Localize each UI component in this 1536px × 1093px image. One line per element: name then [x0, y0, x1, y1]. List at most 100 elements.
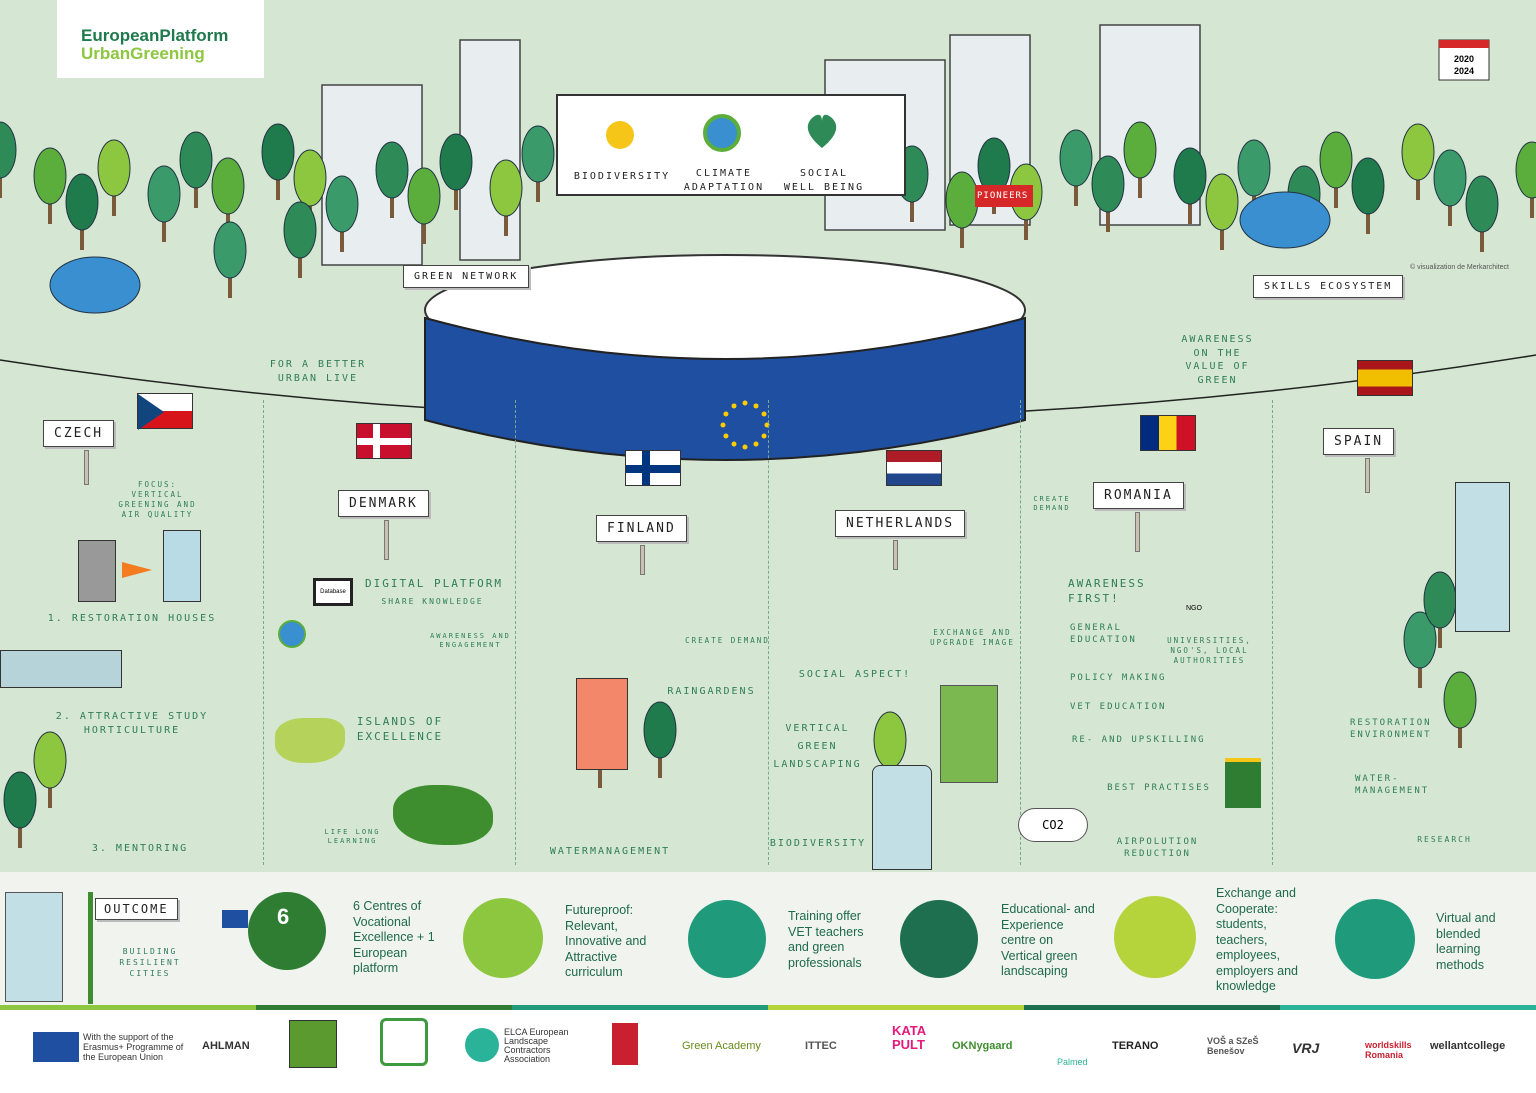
- island-icon: [275, 718, 345, 763]
- netherlands-vertical: Vertical green landscaping: [773, 723, 862, 770]
- divider: [515, 400, 516, 865]
- climbing-wall-icon: [900, 900, 978, 978]
- romania-best: Best practises: [1107, 783, 1211, 793]
- eu-star: [742, 444, 748, 450]
- tree: [1465, 175, 1499, 252]
- tree: [283, 201, 317, 278]
- logo-ahlman: AHLMAN: [202, 1040, 250, 1052]
- divider: [1272, 400, 1273, 865]
- netherlands-exchange: Exchange and upgrade image: [930, 628, 1015, 648]
- pioneers-sign-bg: [975, 185, 1033, 207]
- eu-star: [742, 400, 748, 406]
- heart-tree-icon: [807, 114, 837, 148]
- flag-denmark: [356, 423, 412, 459]
- bee-icon: [606, 121, 634, 149]
- flag-finland: [625, 450, 681, 486]
- finland-create-demand: Create demand: [685, 636, 770, 645]
- feature-futureproof: Futureproof: Relevant, Innovative and At…: [565, 903, 647, 979]
- feature-centres: 6 Centres of Vocational Excellence + 1 E…: [353, 899, 435, 975]
- note-better-life: For a better urban live: [269, 359, 367, 384]
- note-awareness-value: Awareness on the value of green: [1181, 334, 1254, 386]
- tree: [1123, 121, 1157, 198]
- feature-education-centre: Educational- and Experience centre on Ve…: [1001, 902, 1095, 978]
- feature-training: Training offer VET teachers and green pr…: [788, 909, 864, 970]
- divider: [1020, 400, 1021, 865]
- logo-efa: [380, 1018, 428, 1066]
- eu-star: [723, 433, 729, 439]
- tree: [213, 221, 247, 298]
- denmark-share: Share knowledge: [381, 597, 484, 606]
- czech-focus: Focus: vertical greening and air quality: [118, 480, 197, 520]
- exchange-cycle-icon: [1114, 896, 1196, 978]
- romania-awareness: Awareness first!: [1068, 577, 1146, 605]
- romania-airpollution: Airpolution reduction: [1116, 837, 1199, 860]
- database-monitor: Database: [313, 578, 353, 606]
- brand-logo: EuropeanPlatform UrbanGreening: [57, 0, 264, 78]
- logo-oknygaard: OKNygaard: [952, 1040, 1013, 1052]
- sign-pioneers: Pioneers: [977, 191, 1029, 201]
- tree: [3, 771, 37, 848]
- color-strip: [0, 1005, 1536, 1010]
- tree: [0, 121, 17, 198]
- eu-stars-icon: [720, 400, 770, 450]
- best-practice-badge-icon: [1225, 758, 1261, 808]
- brand-line1: EuropeanPlatform: [81, 26, 229, 45]
- tree: [261, 123, 295, 200]
- globe-icon: [278, 620, 306, 648]
- tree: [33, 731, 67, 808]
- eu-star: [753, 441, 759, 447]
- tree: [33, 147, 67, 224]
- tree: [211, 157, 245, 234]
- sign-romania: Romania: [1093, 482, 1184, 509]
- tree: [489, 159, 523, 236]
- logo-terano: TERANO: [1112, 1040, 1159, 1052]
- romania-universities: Universities, NGO's, local authorities: [1167, 636, 1252, 666]
- romania-vet: VET education: [1070, 702, 1167, 712]
- logo-green-academy: Green Academy: [682, 1040, 761, 1052]
- signpost: [88, 892, 93, 1004]
- czech-item-3: 3. Mentoring: [91, 843, 189, 854]
- brand-line2: UrbanGreening: [81, 44, 205, 63]
- centres-icon: [248, 892, 326, 970]
- eu-star: [720, 422, 726, 428]
- green-building-icon: [1455, 482, 1510, 632]
- denmark-awareness: Awareness and engagement: [430, 632, 511, 650]
- tree: [1091, 155, 1125, 232]
- sign-green-network: Green network: [403, 265, 530, 288]
- partner-logos: [0, 1010, 1536, 1093]
- sign-spain: Spain: [1323, 428, 1395, 455]
- stage-base: [424, 316, 1026, 461]
- flag-romania: [1140, 415, 1196, 451]
- tree: [65, 173, 99, 250]
- logo-ginkel: [612, 1023, 638, 1065]
- tree: [325, 175, 359, 252]
- green-building-icon: [5, 892, 63, 1002]
- tree: [1059, 129, 1093, 206]
- globe-icon: [703, 114, 741, 152]
- landscape-illustration: [0, 24, 1536, 848]
- green-tower-icon: [872, 765, 932, 870]
- outcome-building: Building resilient cities: [119, 947, 181, 978]
- curriculum-icon: [463, 898, 543, 978]
- flag-spain: [1357, 360, 1413, 396]
- tree: [1403, 611, 1437, 688]
- czech-item-1: 1. Restoration houses: [47, 613, 217, 624]
- flag-czech: [137, 393, 193, 430]
- logo-ittec: ITTEC: [805, 1040, 837, 1052]
- tree: [1319, 131, 1353, 208]
- tree: [1351, 157, 1385, 234]
- logo-wellant: wellantcollege: [1430, 1040, 1506, 1052]
- divider: [263, 400, 264, 865]
- tree: [1401, 123, 1435, 200]
- tree: [375, 141, 409, 218]
- eu-star: [723, 411, 729, 417]
- tree: [1443, 671, 1477, 748]
- eu-flag-icon: [33, 1032, 79, 1062]
- eu-star: [761, 433, 767, 439]
- spain-water: Water-management: [1355, 774, 1430, 797]
- green-building-icon: [163, 530, 201, 602]
- outcome-sign: Outcome: [95, 898, 178, 920]
- sign-skills-ecosystem: Skills ecosystem: [1253, 275, 1404, 298]
- feature-virtual: Virtual and blended learning methods: [1436, 911, 1496, 972]
- tree: [1433, 149, 1467, 226]
